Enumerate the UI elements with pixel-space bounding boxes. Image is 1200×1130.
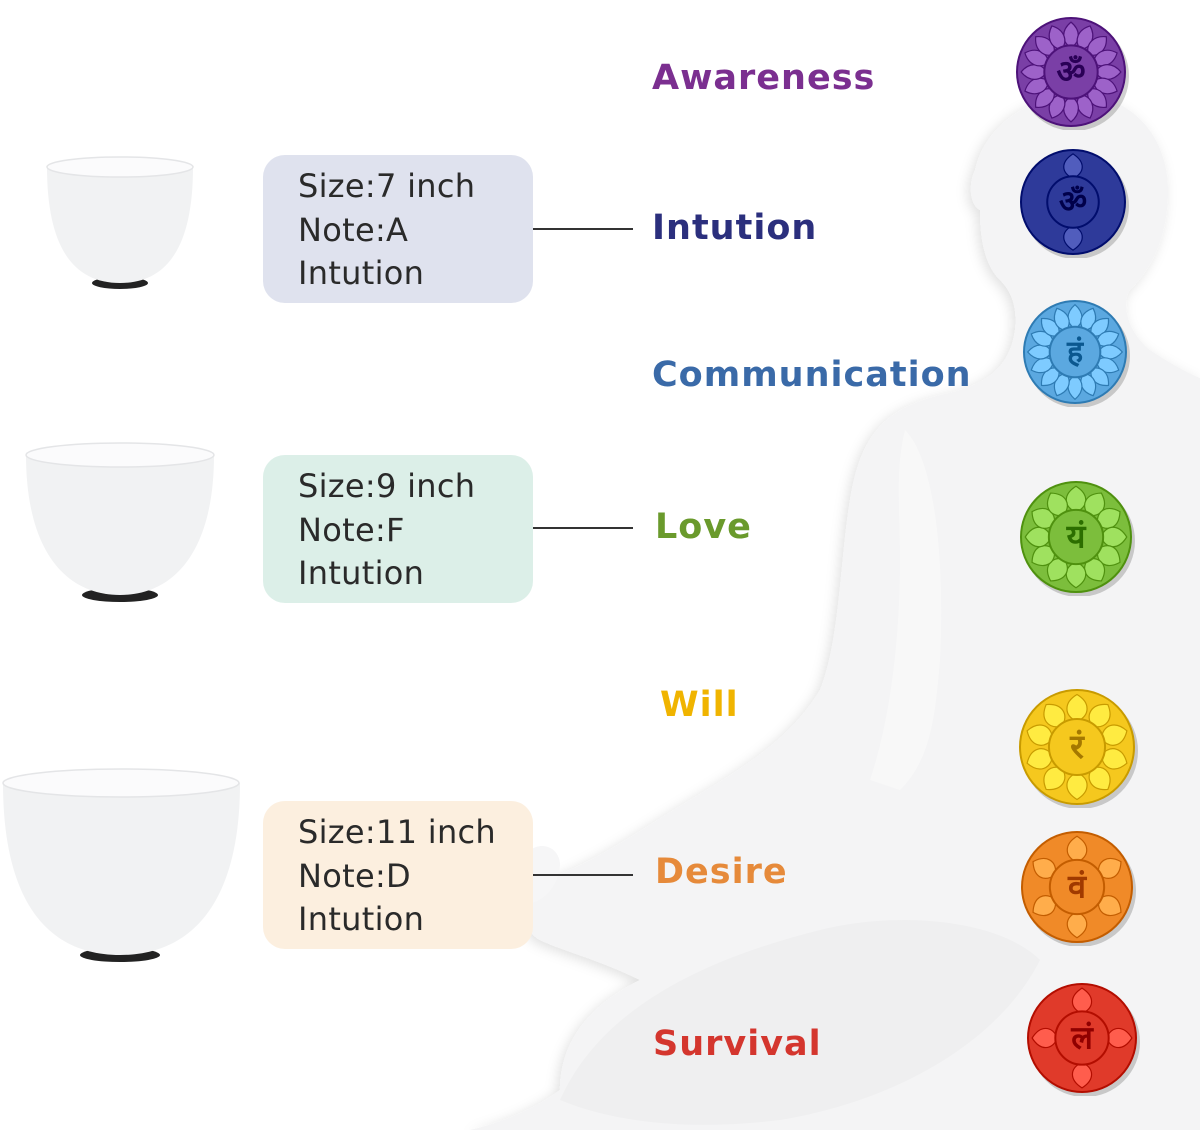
bowl-size: Size:7 inch [298, 167, 476, 205]
chakra-glyph: ॐ [1059, 184, 1087, 220]
chakra-glyph: रं [1069, 727, 1085, 766]
chakra-glyph: ॐ [1056, 52, 1085, 90]
bowl-info-card-9-inch: Size:9 inch Note:F Intution [263, 455, 533, 603]
chakra-label-survival: Survival [653, 1024, 822, 1064]
connector-line-intution [533, 228, 633, 230]
throat-chakra-icon: हं [1023, 300, 1130, 407]
chakra-glyph: हं [1066, 335, 1084, 370]
root-chakra-icon: लं [1027, 983, 1140, 1096]
chakra-label-love: Love [655, 507, 752, 547]
bowl-size: Size:11 inch [298, 813, 497, 851]
crown-chakra-icon: ॐ [1016, 17, 1129, 130]
connector-line-love [533, 527, 633, 529]
chakra-label-desire: Desire [655, 852, 788, 892]
bowl-note: Note:A [298, 210, 409, 249]
chakra-label-intution: Intution [652, 208, 818, 248]
heart-chakra-icon: यं [1020, 481, 1135, 596]
bowl-size: Size:9 inch [298, 467, 476, 505]
bowl-note: Note:F [298, 510, 405, 549]
chakra-glyph: लं [1070, 1018, 1094, 1056]
chakra-label-communication: Communication [652, 355, 972, 395]
bowl-purpose: Intution [298, 900, 425, 938]
solar-plexus-chakra-icon: रं [1019, 689, 1138, 808]
connector-line-desire [533, 874, 633, 876]
bowl-note: Note:D [298, 856, 411, 895]
crystal-bowl-11-inch [2, 768, 240, 962]
chakra-label-will: Will [660, 685, 739, 725]
bowl-info-card-7-inch: Size:7 inch Note:A Intution [263, 155, 533, 303]
bowl-purpose: Intution [298, 554, 425, 592]
chakra-glyph: यं [1066, 518, 1087, 556]
chakra-label-awareness: Awareness [652, 58, 876, 98]
crystal-bowl-7-inch [46, 156, 194, 289]
sacral-chakra-icon: वं [1021, 831, 1136, 946]
crystal-bowl-9-inch [25, 442, 215, 602]
bowl-info-card-11-inch: Size:11 inch Note:D Intution [263, 801, 533, 949]
bowl-purpose: Intution [298, 254, 425, 292]
chakra-glyph: वं [1067, 868, 1088, 906]
third-eye-chakra-icon: ॐ [1020, 149, 1129, 258]
